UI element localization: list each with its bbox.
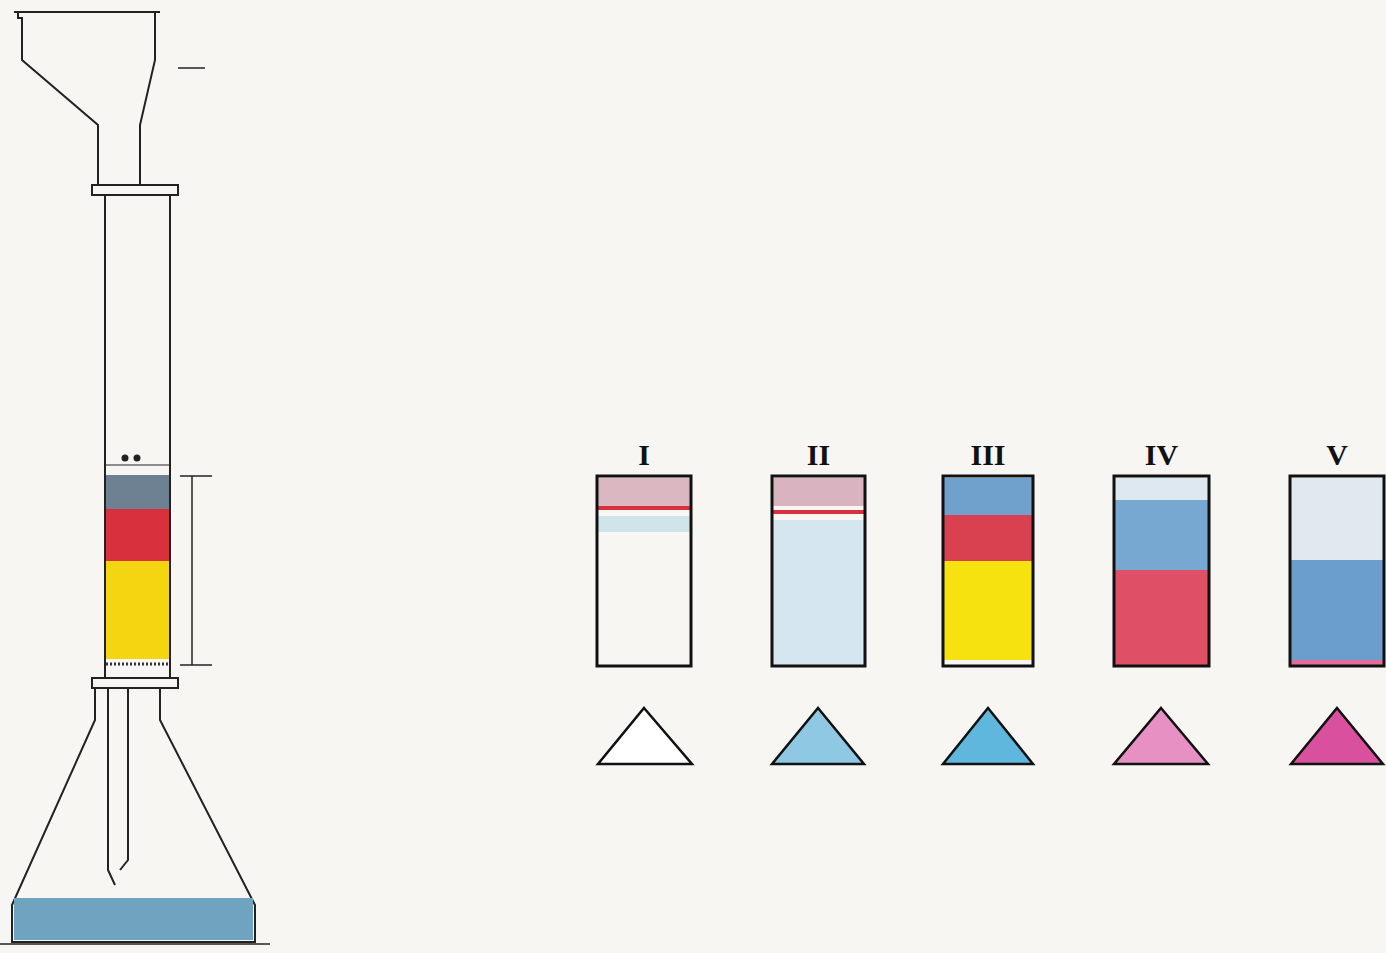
grey-zone [106, 475, 169, 509]
roman-numeral: III [943, 440, 1033, 470]
fraction-V [1291, 478, 1384, 665]
roman-numeral: IV [1114, 440, 1209, 470]
roman-numeral: V [1290, 440, 1384, 470]
fraction-label: IV [1114, 440, 1209, 470]
fraction-I [598, 478, 690, 532]
receiving-flask [0, 665, 270, 944]
column-tube [105, 195, 170, 665]
red-zone [106, 509, 169, 561]
fraction-III [944, 478, 1032, 660]
frit [106, 663, 169, 666]
column-apparatus [14, 12, 205, 665]
ground-joint [92, 185, 178, 195]
roman-numeral: II [772, 440, 865, 470]
indicator-triangles [598, 708, 1383, 764]
fraction-label: II [772, 440, 865, 470]
fraction-IV [1115, 478, 1208, 665]
fraction-label: III [943, 440, 1033, 470]
solvent-funnel [18, 12, 155, 185]
eluate [14, 898, 253, 940]
fraction-label: V [1290, 440, 1384, 470]
tube-outlines [597, 476, 1384, 666]
yellow-zone [106, 561, 169, 659]
roman-numeral: I [597, 440, 691, 470]
fraction-II [773, 478, 864, 665]
zone-bracket [180, 476, 212, 665]
fraction-label: I [597, 440, 691, 470]
